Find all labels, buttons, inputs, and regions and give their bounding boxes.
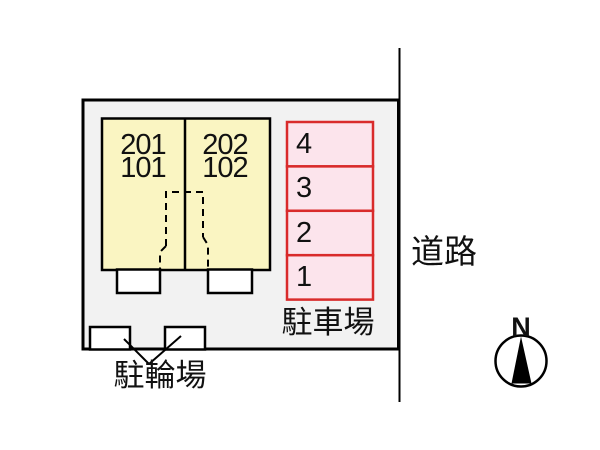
entrance-dashed-right-step [202, 236, 209, 269]
unit-upper-202: 202 [202, 129, 248, 161]
unit-label-right: 202 102 [185, 129, 265, 184]
compass-circle [494, 334, 548, 388]
bicycle-space-left [88, 325, 132, 351]
parking-space-1 [285, 253, 375, 301]
unit-lower-101: 101 [120, 152, 166, 184]
bicycle-space-right [163, 325, 207, 351]
road-label: 道路 [411, 233, 477, 270]
parking-number-4: 4 [296, 128, 313, 160]
unit-upper-201: 201 [120, 129, 166, 161]
compass-north-label: N [511, 312, 531, 342]
entrance-dashed-outline [165, 191, 204, 246]
unit-label-left: 201 101 [103, 129, 183, 184]
parking-number-3: 3 [296, 172, 313, 204]
bicycle-pointer-line-right [148, 335, 182, 365]
porch-right [206, 268, 254, 295]
parking-number-2: 2 [296, 217, 313, 249]
compass-needle-icon [511, 336, 532, 384]
parking-space-2 [285, 209, 375, 257]
entrance-dashed-left-step [159, 245, 167, 269]
bicycle-pointer-line-left [123, 338, 150, 365]
porch-left [115, 268, 162, 295]
bicycle-parking-label: 駐輪場 [113, 358, 207, 393]
parking-lot-label: 駐車場 [281, 305, 375, 340]
parking-space-3 [285, 165, 375, 213]
unit-lower-102: 102 [202, 152, 248, 184]
parking-number-1: 1 [296, 261, 313, 293]
